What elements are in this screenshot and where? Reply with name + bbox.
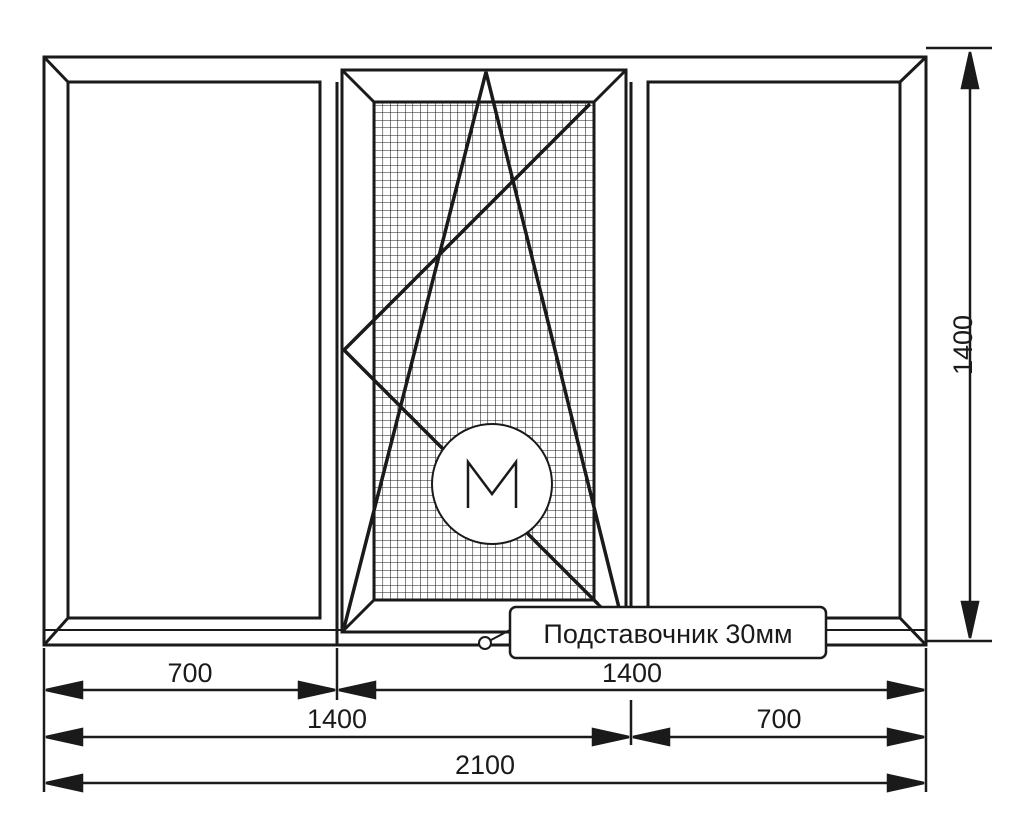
right-sash [646,55,928,647]
dim-right-1400: 1400 [602,658,662,688]
height-label: 1400 [948,315,978,375]
small-circle-marker-icon [478,636,492,650]
dim-left-700: 700 [167,658,212,688]
dim-right-700: 700 [756,704,801,734]
callout-label: Подставочник 30мм [543,619,792,649]
left-sash [42,55,322,646]
middle-sash [340,68,628,634]
width-dimensions [42,648,928,793]
dim-left-1400: 1400 [307,704,367,734]
dim-total-2100: 2100 [455,750,515,780]
circle-logo-icon [431,423,553,545]
height-dimension [926,46,992,643]
callout: Подставочник 30мм [478,605,828,660]
